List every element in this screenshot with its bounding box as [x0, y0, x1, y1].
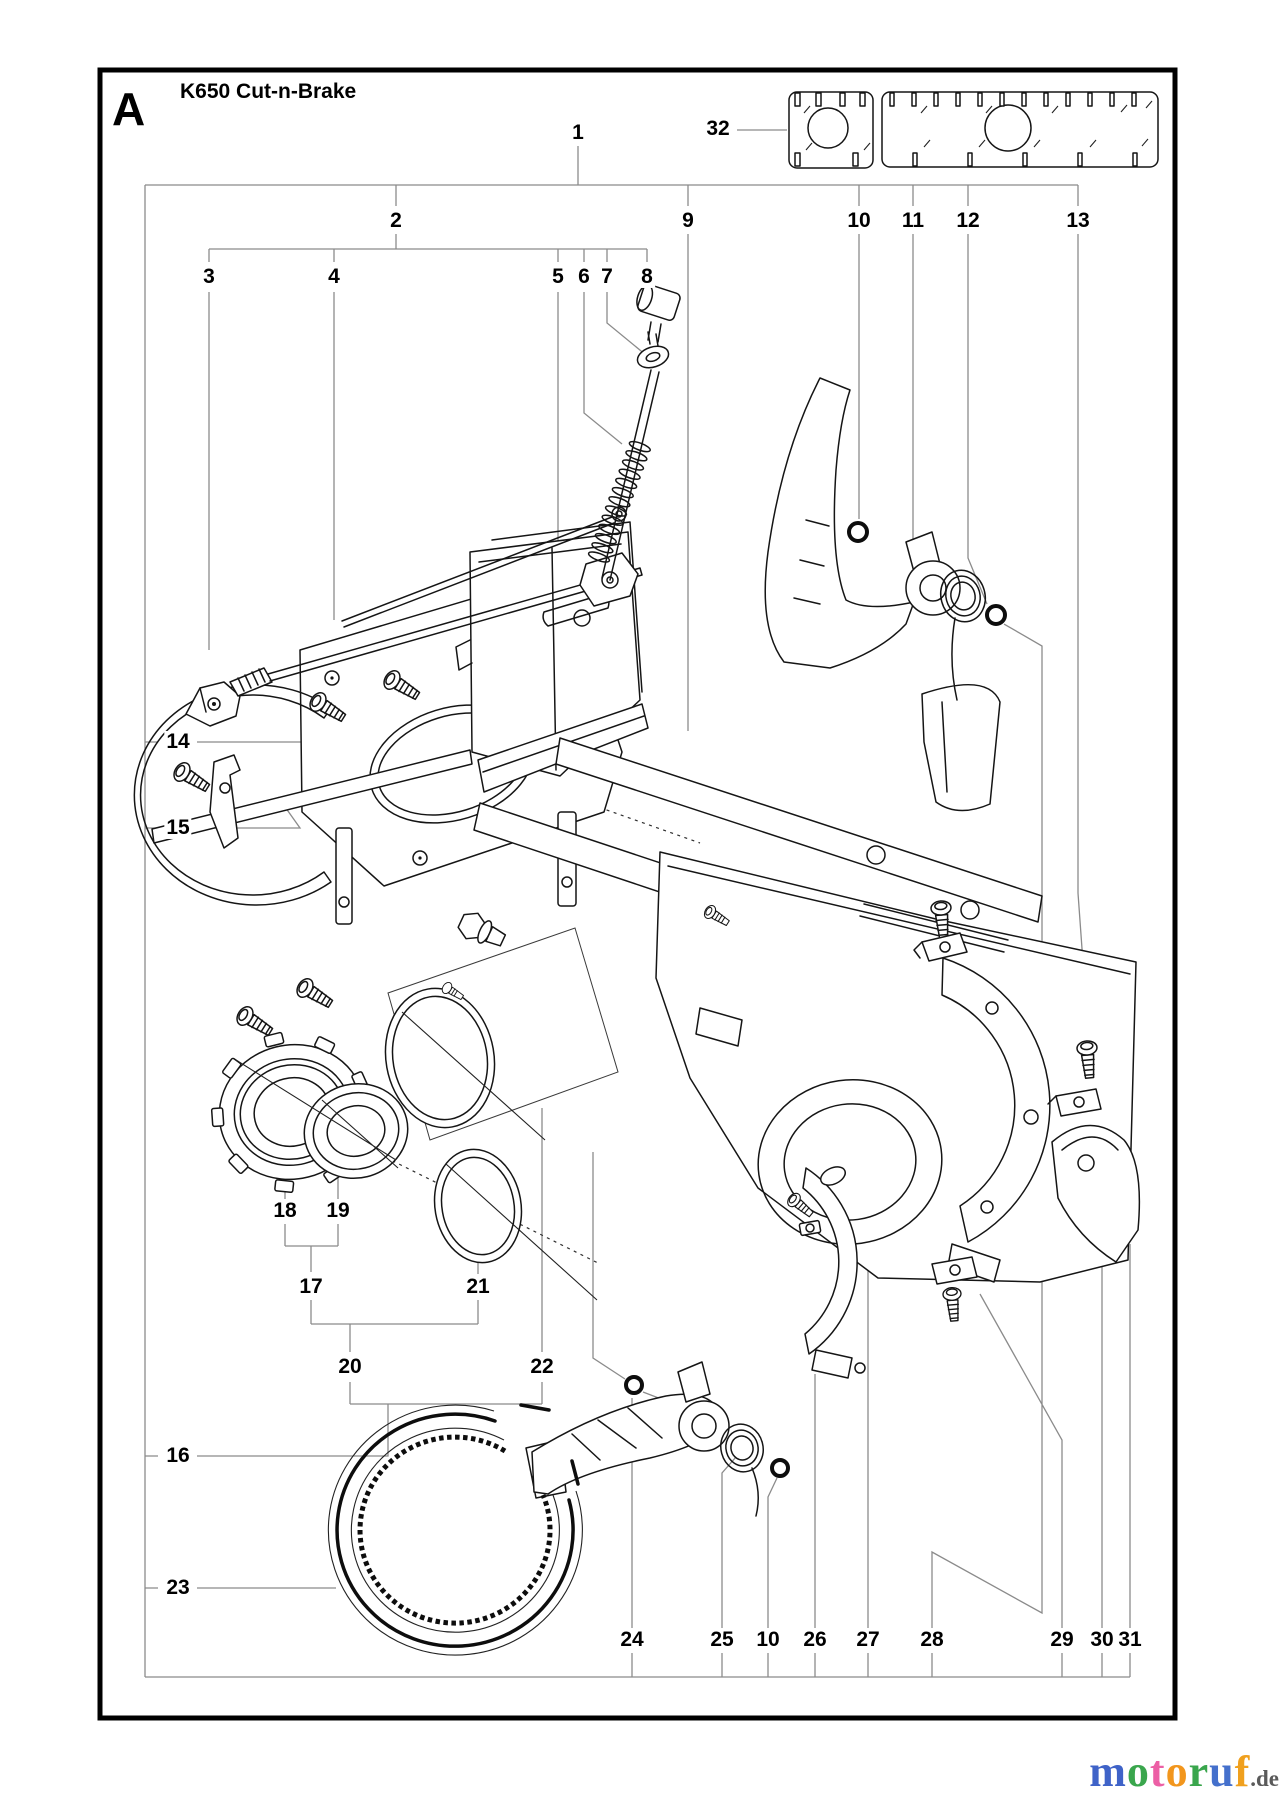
large-ring	[384, 987, 496, 1129]
leader-lines-bottom	[145, 1228, 1131, 1678]
lower-brake-lever-assembly	[525, 1361, 790, 1517]
motoruf-logo-word: motoruf	[1089, 1747, 1250, 1796]
part-callout-28: 28	[918, 1627, 946, 1652]
rail-end-cap	[921, 683, 1001, 812]
logo-letter: m	[1089, 1747, 1127, 1796]
part-callout-18: 18	[271, 1198, 299, 1223]
bearing-rings	[210, 987, 598, 1301]
part-callout-19: 19	[324, 1198, 352, 1223]
page-title: K650 Cut-n-Brake	[180, 80, 357, 103]
part-callout-5: 5	[550, 264, 566, 289]
leader-lines-top	[144, 129, 1089, 1677]
screw	[1076, 1040, 1098, 1079]
screw	[383, 669, 421, 701]
part-callout-17: 17	[297, 1274, 325, 1299]
washer-plate	[931, 1256, 978, 1285]
tension-rod-spring-assembly	[185, 283, 681, 727]
part-callout-11: 11	[899, 208, 927, 233]
band-clip	[798, 1219, 822, 1237]
plate-scale-marks	[803, 100, 1153, 151]
upper-brake-lever-assembly	[764, 377, 1007, 701]
ring-pointer-lines	[235, 1011, 598, 1301]
o-ring	[770, 1458, 790, 1478]
spring-clip	[209, 754, 241, 849]
part-callout-26: 26	[801, 1627, 829, 1652]
part-callout-20: 20	[336, 1354, 364, 1379]
screw	[942, 1287, 962, 1322]
part-callout-13: 13	[1064, 208, 1092, 233]
part-callout-10: 10	[845, 208, 873, 233]
part-callout-24: 24	[618, 1627, 646, 1652]
hex-bolt	[457, 912, 507, 947]
trunnion-block	[579, 552, 639, 607]
logo-letter: o	[1126, 1747, 1150, 1796]
part-callout-31: 31	[1116, 1627, 1144, 1652]
screw	[930, 900, 952, 939]
part-callout-29: 29	[1048, 1627, 1076, 1652]
screw	[703, 904, 730, 927]
logo-letter: t	[1149, 1747, 1166, 1796]
long-rod	[267, 567, 643, 682]
part-callout-25: 25	[708, 1627, 736, 1652]
coil-spring	[587, 440, 651, 563]
part-callout-10: 10	[754, 1627, 782, 1652]
shroud-arc	[133, 684, 332, 906]
screws	[173, 669, 1098, 1322]
spring-washer	[636, 345, 670, 369]
band-pin	[819, 1166, 847, 1186]
o-ring	[624, 1375, 644, 1395]
washer-plate	[921, 932, 968, 962]
washer-plate	[1055, 1088, 1102, 1117]
part-callout-2: 2	[388, 208, 404, 233]
brake-band-26	[798, 1166, 866, 1379]
logo-letter: o	[1165, 1747, 1189, 1796]
part-callout-27: 27	[854, 1627, 882, 1652]
screw	[173, 761, 211, 793]
part-callout-3: 3	[201, 264, 217, 289]
screw	[309, 691, 347, 723]
part-callout-16: 16	[164, 1443, 192, 1468]
part-callout-32: 32	[704, 116, 732, 141]
part-callout-9: 9	[680, 208, 696, 233]
o-ring	[985, 604, 1007, 626]
right-curved-bracket	[1051, 1124, 1141, 1263]
part-callout-30: 30	[1088, 1627, 1116, 1652]
part-callout-4: 4	[326, 264, 342, 289]
torsion-spring	[939, 569, 987, 701]
part-callout-14: 14	[164, 729, 192, 754]
screw	[787, 1192, 814, 1218]
part-callout-1: 1	[570, 120, 586, 145]
part-callout-23: 23	[164, 1575, 192, 1600]
logo-letter: r	[1188, 1747, 1210, 1796]
link-rod	[341, 516, 615, 628]
screw	[296, 977, 334, 1009]
sheet-letter: A	[112, 83, 146, 135]
brake-lever	[764, 377, 915, 669]
screw	[236, 1005, 274, 1037]
plate2-notches	[889, 92, 1138, 167]
motoruf-logo-suffix: .de	[1250, 1766, 1279, 1791]
screw	[441, 981, 464, 1001]
part-callout-6: 6	[576, 264, 592, 289]
drive-belt-23	[327, 1403, 583, 1656]
o-ring	[847, 521, 869, 543]
logo-letter: f	[1234, 1747, 1251, 1796]
part-callout-21: 21	[464, 1274, 492, 1299]
torsion-spring	[720, 1423, 764, 1517]
part-callout-22: 22	[528, 1354, 556, 1379]
part-callout-8: 8	[639, 264, 655, 289]
clips-and-washers	[209, 754, 1102, 1285]
motoruf-logo[interactable]: motoruf.de	[1089, 1750, 1279, 1794]
part-callout-7: 7	[599, 264, 615, 289]
part-callout-15: 15	[164, 815, 192, 840]
seal-ring-21	[433, 1148, 523, 1264]
mounting-plates-32	[788, 91, 1159, 169]
plate1-notches	[794, 92, 866, 167]
diagram-frame	[97, 67, 1178, 1721]
logo-letter: u	[1209, 1747, 1235, 1796]
part-callout-12: 12	[954, 208, 982, 233]
